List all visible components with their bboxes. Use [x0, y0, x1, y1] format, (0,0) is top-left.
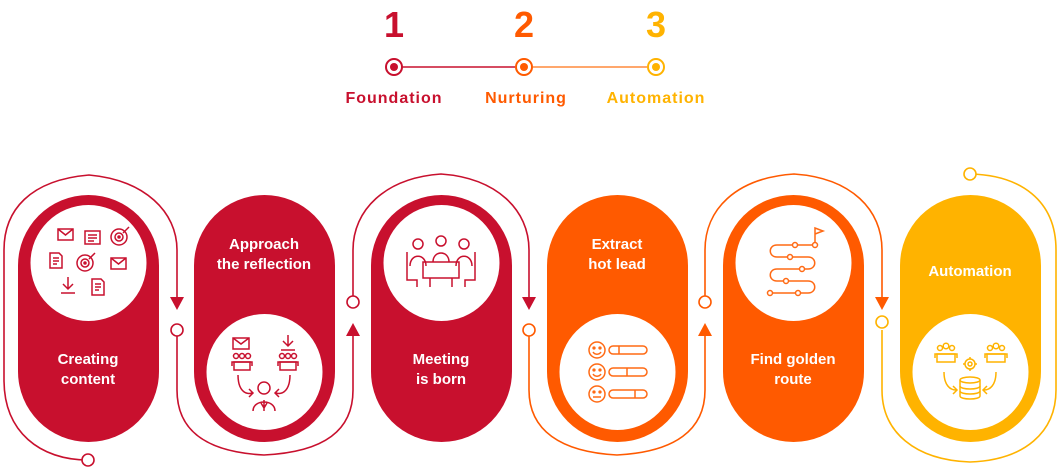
step-title-3: Meeting is born	[412, 351, 470, 388]
ring-start	[81, 453, 95, 467]
arrow-up-2	[346, 323, 360, 336]
icon-disc-4	[559, 314, 676, 430]
meeting-table-icon	[406, 235, 476, 287]
ring-connector-4	[698, 295, 712, 309]
phase-label-2: Nurturing	[485, 90, 567, 107]
phase-timeline	[385, 58, 665, 76]
step-title-5: Find golden route	[750, 351, 836, 388]
arrow-up-4	[698, 323, 712, 336]
ring-connector-5	[875, 315, 889, 329]
content-documents-icon	[49, 226, 130, 296]
phase-number-1: 1	[383, 4, 405, 45]
audience-reach-icon	[231, 335, 299, 412]
icon-disc-6	[912, 314, 1029, 430]
step-title-4: Extract hot lead	[588, 236, 646, 273]
outline-loop-5	[704, 173, 883, 300]
ring-connector-1	[170, 323, 184, 337]
automation-database-icon	[934, 342, 1008, 400]
phase-label-3: Automation	[606, 90, 706, 107]
arrow-down-1	[170, 297, 184, 310]
icon-discs	[30, 205, 1029, 430]
outline-loop-3	[352, 173, 530, 300]
step-title-1: Creating content	[57, 351, 119, 388]
ring-connector-2	[346, 295, 360, 309]
phase-number-2: 2	[513, 4, 535, 45]
route-path-icon	[766, 226, 826, 297]
icon-disc-3	[383, 205, 500, 321]
step-title-2: Approach the reflection	[216, 236, 312, 273]
outline-loop-1	[3, 174, 178, 461]
phase-number-3: 3	[645, 4, 667, 45]
timeline-marker-3	[647, 58, 665, 76]
outline-loop-2	[176, 330, 354, 456]
flow-outline	[3, 173, 1057, 463]
outline-loop-4	[528, 330, 706, 456]
timeline-marker-2	[515, 58, 533, 76]
lead-rating-icon	[588, 341, 648, 403]
icon-disc-5	[735, 205, 852, 321]
phase-label-1: Foundation	[345, 90, 443, 107]
icon-disc-2	[206, 314, 323, 430]
timeline-marker-1	[385, 58, 403, 76]
arrow-down-5	[875, 297, 889, 310]
arrow-down-3	[522, 297, 536, 310]
step-title-6: Automation	[928, 263, 1012, 280]
flow-markers	[81, 167, 977, 467]
ring-connector-3	[522, 323, 536, 337]
outline-loop-6	[881, 173, 1057, 463]
ring-end	[963, 167, 977, 181]
